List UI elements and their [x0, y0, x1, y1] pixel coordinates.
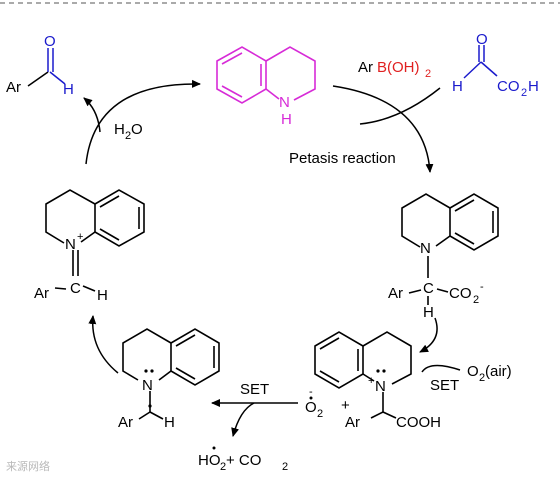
glyoxylic-co: CO	[497, 78, 520, 95]
glyoxylic-h2: H	[528, 78, 539, 95]
plus-sign: +	[341, 397, 350, 414]
arrow-reagents-curl	[359, 87, 441, 125]
glyoxylic-o: O	[476, 31, 488, 48]
radcation-structure	[314, 331, 412, 419]
iminium-n: N	[65, 236, 76, 253]
aminoacid-sup: -	[480, 281, 484, 293]
water-h: H	[114, 121, 125, 138]
arrow-to-thq	[85, 79, 201, 165]
arrow-radical-to-iminium	[88, 315, 119, 374]
arrow-to-products	[231, 402, 255, 437]
o2-air-sub: 2	[479, 372, 485, 384]
aminoacid-structure	[401, 193, 499, 305]
iminium-structure	[45, 189, 145, 292]
products-co2: + CO	[226, 452, 261, 469]
arrow-o2-curl	[421, 364, 461, 373]
thq-n: N	[279, 94, 290, 111]
thq-structure	[216, 46, 316, 104]
o2-air-o: O	[467, 363, 479, 380]
superoxide-sup: -	[309, 386, 313, 398]
aldehyde-ar: Ar	[6, 79, 21, 96]
radcation-cooh: COOH	[396, 414, 441, 431]
radcation-ar: Ar	[345, 414, 360, 431]
aminoacid-co: CO	[449, 285, 472, 302]
aminoacid-c: C	[423, 280, 434, 297]
superoxide-dot	[309, 396, 313, 400]
products-sub: 2	[220, 461, 226, 473]
radcation-plus: +	[368, 375, 374, 387]
boronic-b: B(OH)	[377, 59, 420, 76]
aldehyde-h: H	[63, 81, 74, 98]
arrow-amino-to-radcation	[419, 317, 438, 353]
radcation-n: N	[375, 378, 386, 395]
aminoacid-h: H	[423, 304, 434, 321]
thq-h: H	[281, 111, 292, 128]
radical-structure	[122, 328, 220, 420]
aldehyde-o: O	[44, 33, 56, 50]
o2-air-label: (air)	[485, 363, 512, 380]
aminoacid-ar: Ar	[388, 285, 403, 302]
radcation-dot1	[376, 369, 380, 373]
glyoxylic-structure	[463, 45, 498, 79]
glyoxylic-h: H	[452, 78, 463, 95]
petasis-label: Petasis reaction	[289, 150, 396, 167]
iminium-ar: Ar	[34, 285, 49, 302]
radical-h: H	[164, 414, 175, 431]
radical-dot3	[148, 404, 152, 408]
iminium-plus: +	[77, 231, 83, 243]
watermark: 来源网络	[6, 459, 50, 473]
aminoacid-sub: 2	[473, 294, 479, 306]
aminoacid-n: N	[420, 240, 431, 257]
water-sub: 2	[125, 130, 131, 142]
radcation-dot2	[382, 369, 386, 373]
boronic-sub: 2	[425, 68, 431, 80]
products-sub2: 2	[282, 461, 288, 473]
aldehyde-structure: Ar O H	[6, 33, 74, 98]
radical-ar: Ar	[118, 414, 133, 431]
glyoxylic-sub: 2	[521, 87, 527, 99]
radical-dot1	[144, 369, 148, 373]
arrow-to-aldehyde	[83, 97, 101, 133]
superoxide-o: O	[305, 399, 317, 416]
products-dot	[212, 446, 216, 450]
set-bottom-label: SET	[240, 381, 269, 398]
iminium-h: H	[97, 287, 108, 304]
water-o: O	[131, 121, 143, 138]
boronic-ar: Ar	[358, 59, 373, 76]
radical-n: N	[142, 377, 153, 394]
arrow-thq-to-amino	[332, 85, 434, 173]
radical-dot2	[150, 369, 154, 373]
superoxide-sub: 2	[317, 408, 323, 420]
products-ho: HO	[198, 452, 221, 469]
iminium-c: C	[70, 280, 81, 297]
set-right-label: SET	[430, 377, 459, 394]
